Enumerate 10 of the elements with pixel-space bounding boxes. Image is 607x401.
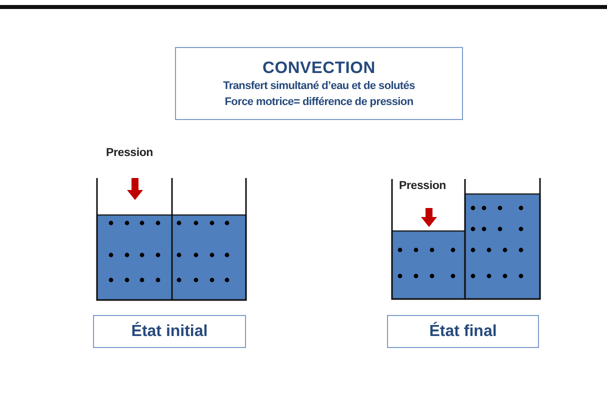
title-box — [175, 47, 463, 120]
pressure-label: Pression — [106, 146, 153, 160]
heading-text: CONVECTION — [262, 58, 376, 78]
caption-box — [387, 315, 539, 348]
caption-text: État initial — [131, 322, 208, 342]
description-text: Transfert simultané d’eau et de solutés — [223, 78, 415, 94]
caption-box — [93, 315, 246, 348]
caption-text: État final — [429, 322, 497, 342]
description-text: Force motrice= différence de pression — [224, 94, 414, 110]
pressure-label: Pression — [399, 179, 446, 193]
